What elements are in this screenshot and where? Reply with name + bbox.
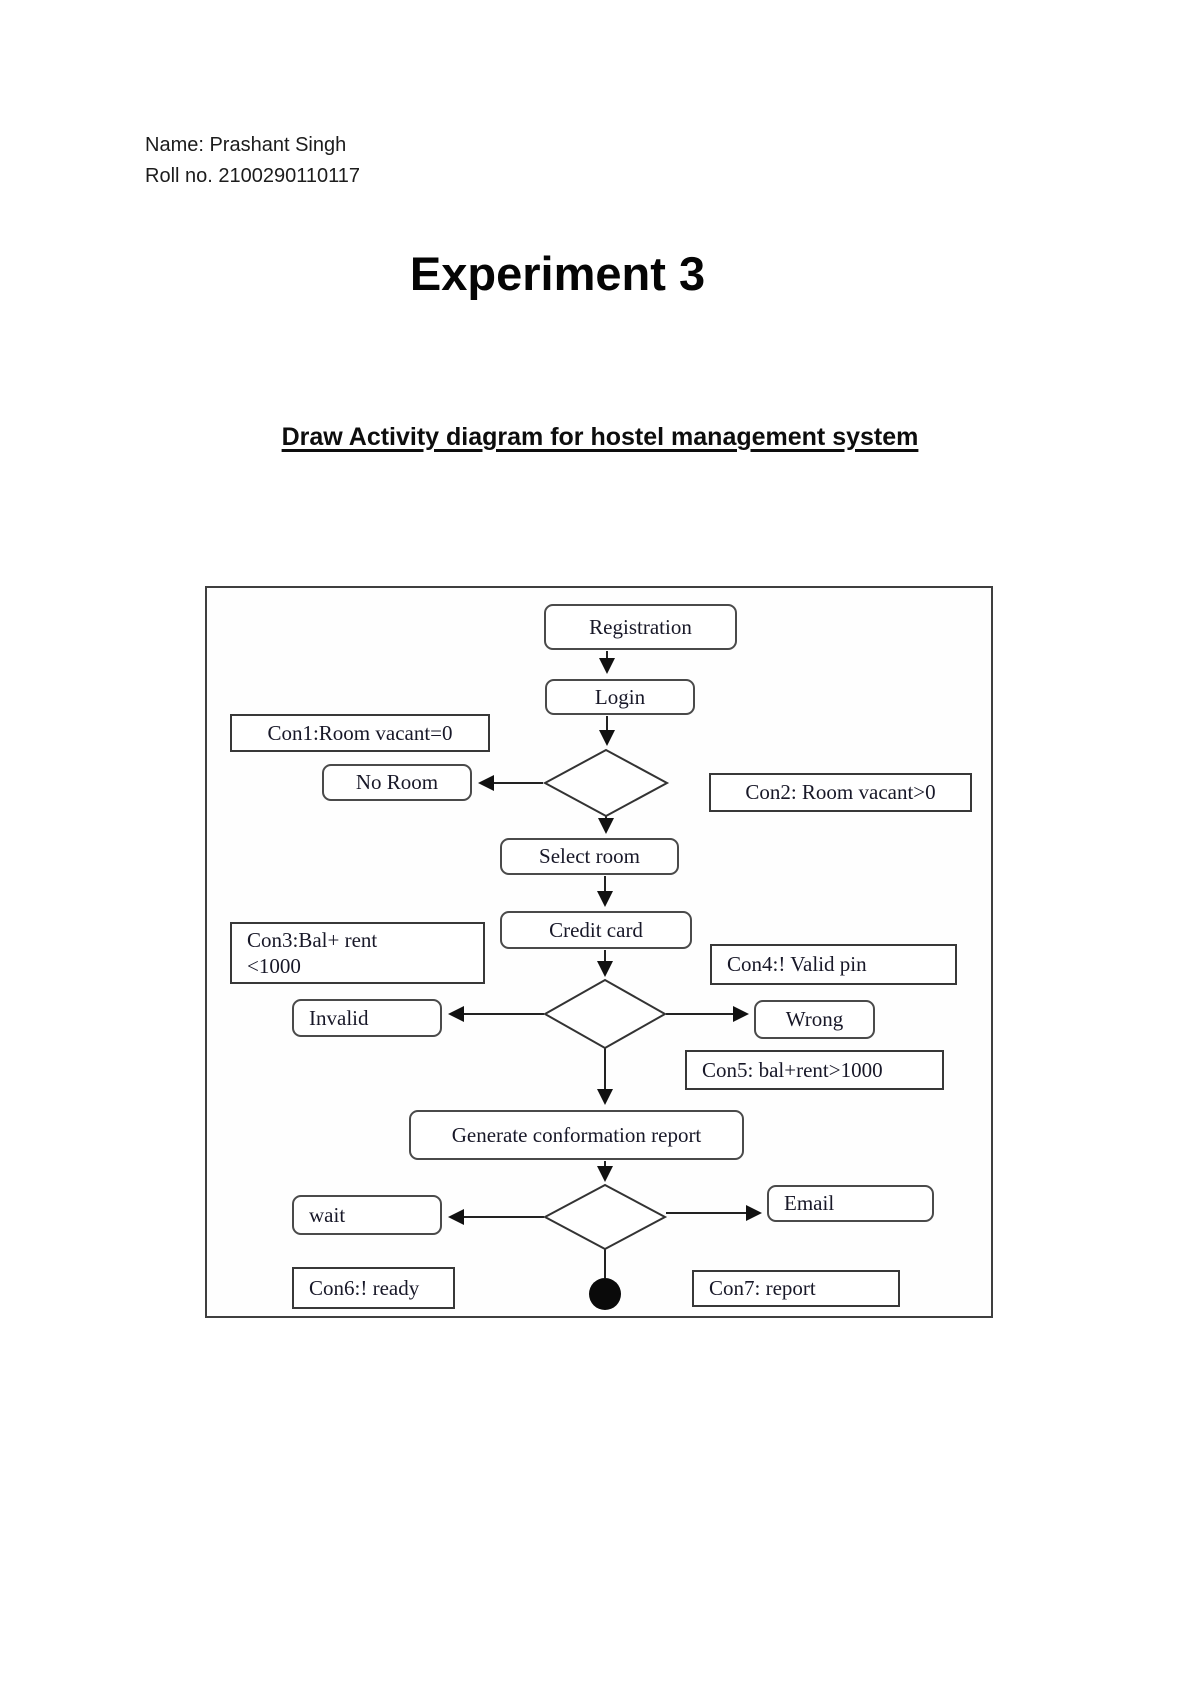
activity-node-registration: Registration [544, 604, 737, 650]
condition-label-con5: Con5: bal+rent>1000 [685, 1050, 944, 1090]
condition-label-con2: Con2: Room vacant>0 [709, 773, 972, 812]
activity-node-select-room: Select room [500, 838, 679, 875]
page-title: Experiment 3 [409, 247, 706, 300]
condition-label-con3: Con3:Bal+ rent <1000 [230, 922, 485, 984]
decision2-diamond-icon [542, 978, 668, 1050]
activity-node-credit-card: Credit card [500, 911, 692, 949]
activity-node-wrong: Wrong [754, 1000, 875, 1039]
student-info: Name: Prashant Singh Roll no. 2100290110… [145, 130, 360, 192]
diagram-connectors [448, 651, 762, 1310]
assignment-heading: Draw Activity diagram for hostel managem… [281, 423, 919, 451]
condition-label-con4: Con4:! Valid pin [710, 944, 957, 985]
condition-label-con3-line2: <1000 [247, 954, 301, 978]
student-name: Name: Prashant Singh [145, 134, 347, 156]
activity-diagram-frame: Registration Login No Room Select room C… [205, 586, 993, 1318]
condition-label-con6: Con6:! ready [292, 1267, 455, 1309]
decision3-diamond-icon [542, 1183, 668, 1251]
activity-node-no-room: No Room [322, 764, 472, 801]
condition-label-con1: Con1:Room vacant=0 [230, 714, 490, 752]
decision1-diamond-icon [542, 748, 670, 818]
condition-label-con3-line1: Con3:Bal+ rent [247, 928, 378, 952]
activity-node-email: Email [767, 1185, 934, 1222]
activity-node-wait: wait [292, 1195, 442, 1235]
condition-label-con7: Con7: report [692, 1270, 900, 1307]
student-roll-number: Roll no. 2100290110117 [145, 165, 360, 187]
activity-final-node-icon [589, 1278, 621, 1310]
activity-node-invalid: Invalid [292, 999, 442, 1037]
activity-node-generate-report: Generate conformation report [409, 1110, 744, 1160]
activity-node-login: Login [545, 679, 695, 715]
